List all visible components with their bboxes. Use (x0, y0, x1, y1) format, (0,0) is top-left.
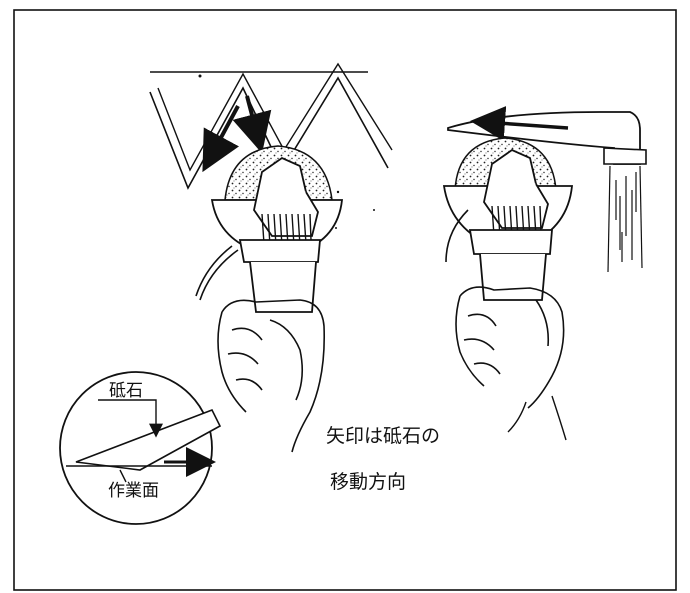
label-work-surface: 作業面 (108, 481, 159, 501)
caption-line-2: 移動方向 (330, 471, 406, 493)
right-arrow (470, 106, 569, 141)
left-grinder-scene (149, 62, 393, 453)
magnified-inset (59, 371, 222, 525)
left-arrow-diag (202, 105, 240, 173)
water-stream (607, 165, 643, 273)
label-whetstone: 砥石 (109, 381, 143, 401)
left-arrow-down (232, 95, 272, 154)
right-grinder-scene (442, 106, 647, 441)
figure-frame (13, 9, 677, 591)
caption-line-1: 矢印は砥石の (326, 425, 440, 447)
left-hand (217, 299, 326, 453)
right-hand (455, 286, 565, 409)
whetstone-leader (98, 399, 163, 438)
